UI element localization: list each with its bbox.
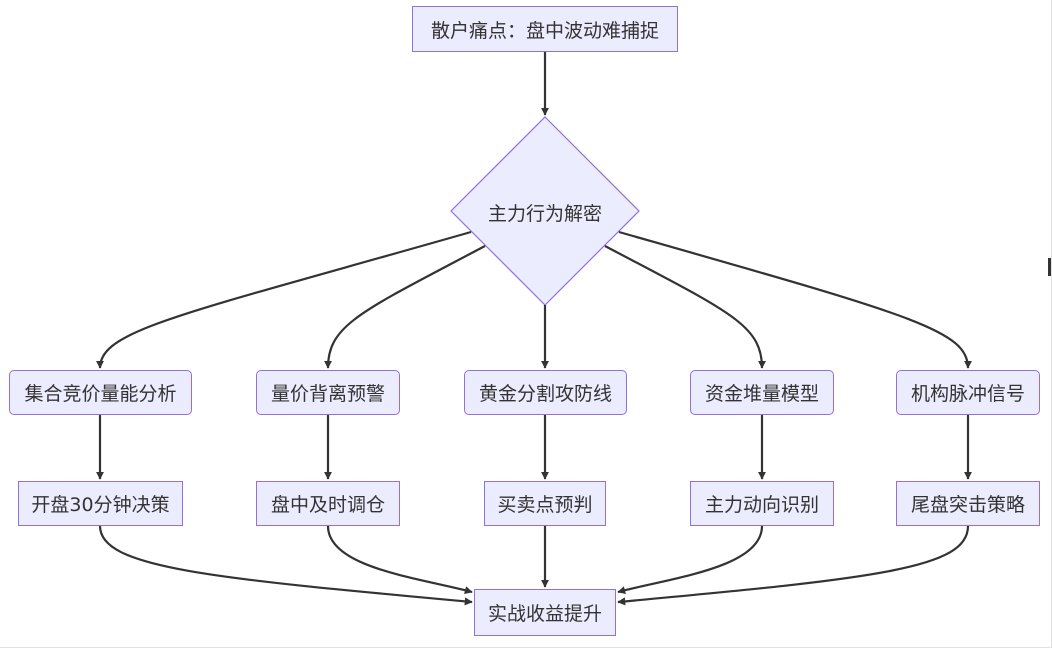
root-node-label: 散户痛点：盘中波动难捕捉 <box>430 19 659 42</box>
action-node-closing-strategy: 尾盘突击策略 <box>896 481 1040 526</box>
action-label: 开盘30分钟决策 <box>31 494 170 516</box>
action-label: 尾盘突击策略 <box>910 494 1025 516</box>
result-node-label: 实战收益提升 <box>487 603 602 625</box>
edge-a4-to-result <box>617 525 764 594</box>
action-node-trade-prediction: 买卖点预判 <box>484 481 606 526</box>
branch-label: 资金堆量模型 <box>704 383 819 405</box>
edge-a2-to-result <box>326 525 473 594</box>
edge-decision-to-b2 <box>324 245 486 369</box>
branch-node-auction-volume: 集合竞价量能分析 <box>9 370 192 415</box>
branch-node-volume-price-divergence: 量价背离预警 <box>256 370 400 415</box>
branch-label: 集合竞价量能分析 <box>24 383 177 405</box>
action-label: 主力动向识别 <box>704 494 819 516</box>
action-label: 买卖点预判 <box>497 494 593 516</box>
edge-decision-to-b1 <box>96 230 472 369</box>
branch-label: 机构脉冲信号 <box>910 383 1025 405</box>
branch-label: 黄金分割攻防线 <box>478 383 612 405</box>
action-node-mainforce-tracking: 主力动向识别 <box>690 481 834 526</box>
branch-node-capital-volume-model: 资金堆量模型 <box>690 370 834 415</box>
action-label: 盘中及时调仓 <box>270 494 385 516</box>
scroll-edge-marker <box>1048 258 1051 276</box>
action-node-intraday-adjust: 盘中及时调仓 <box>256 481 400 526</box>
decision-label: 主力行为解密 <box>487 203 602 225</box>
edge-decision-to-b5 <box>618 230 972 369</box>
branch-node-golden-ratio: 黄金分割攻防线 <box>464 370 627 415</box>
edge-a1-to-result <box>98 525 473 606</box>
result-node: 实战收益提升 <box>474 589 616 636</box>
edge-decision-to-b4 <box>604 245 766 369</box>
action-node-opening-decision: 开盘30分钟决策 <box>18 481 183 526</box>
root-node: 散户痛点：盘中波动难捕捉 <box>412 6 678 52</box>
edge-a5-to-result <box>617 525 970 606</box>
branch-label: 量价背离预警 <box>270 383 385 405</box>
branch-node-institution-pulse: 机构脉冲信号 <box>896 370 1040 415</box>
